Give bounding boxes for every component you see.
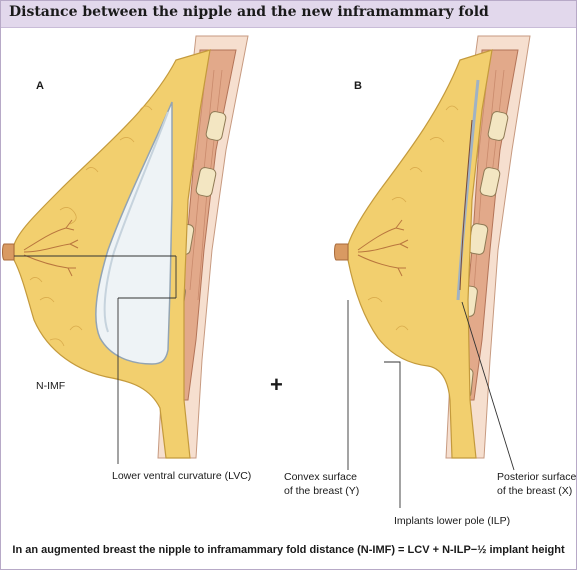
plus-sign: + — [270, 372, 283, 397]
convex-surface-label-line2: of the breast (Y) — [284, 485, 360, 497]
breast-diagram — [2, 35, 531, 508]
panel-b-breast-fat — [347, 49, 493, 459]
panel-b-nipple — [334, 243, 349, 261]
panel-a-implant — [95, 101, 173, 365]
panel-a-nipple — [2, 243, 15, 261]
convex-surface-label-line1: Convex surface — [284, 471, 357, 483]
panel-a-illustration — [2, 35, 249, 464]
title-bar: Distance between the nipple and the new … — [0, 0, 577, 28]
panel-b-illustration — [334, 35, 531, 508]
panel-b-fat-lobules — [367, 105, 459, 331]
posterior-surface-label-line2: of the breast (X) — [497, 485, 573, 497]
panel-a-fat-lobules — [29, 105, 153, 347]
formula-caption: In an augmented breast the nipple to inf… — [12, 544, 565, 556]
panel-a-ducts — [23, 219, 79, 277]
panel-b-letter: B — [354, 80, 362, 92]
panel-b-posterior-surface — [456, 79, 480, 301]
panel-a-measurement-lines — [14, 255, 177, 464]
page-title: Distance between the nipple and the new … — [9, 4, 489, 20]
lvc-label: Lower ventral curvature (LVC) — [112, 470, 252, 482]
n-imf-label: N-IMF — [36, 380, 66, 392]
panel-b-leader-lines — [347, 300, 515, 508]
implant-lower-pole-label: Implants lower pole (ILP) — [394, 515, 511, 527]
posterior-surface-label-line1: Posterior surface — [497, 471, 577, 483]
panel-b-ducts — [357, 219, 409, 277]
panel-a-letter: A — [36, 80, 44, 92]
